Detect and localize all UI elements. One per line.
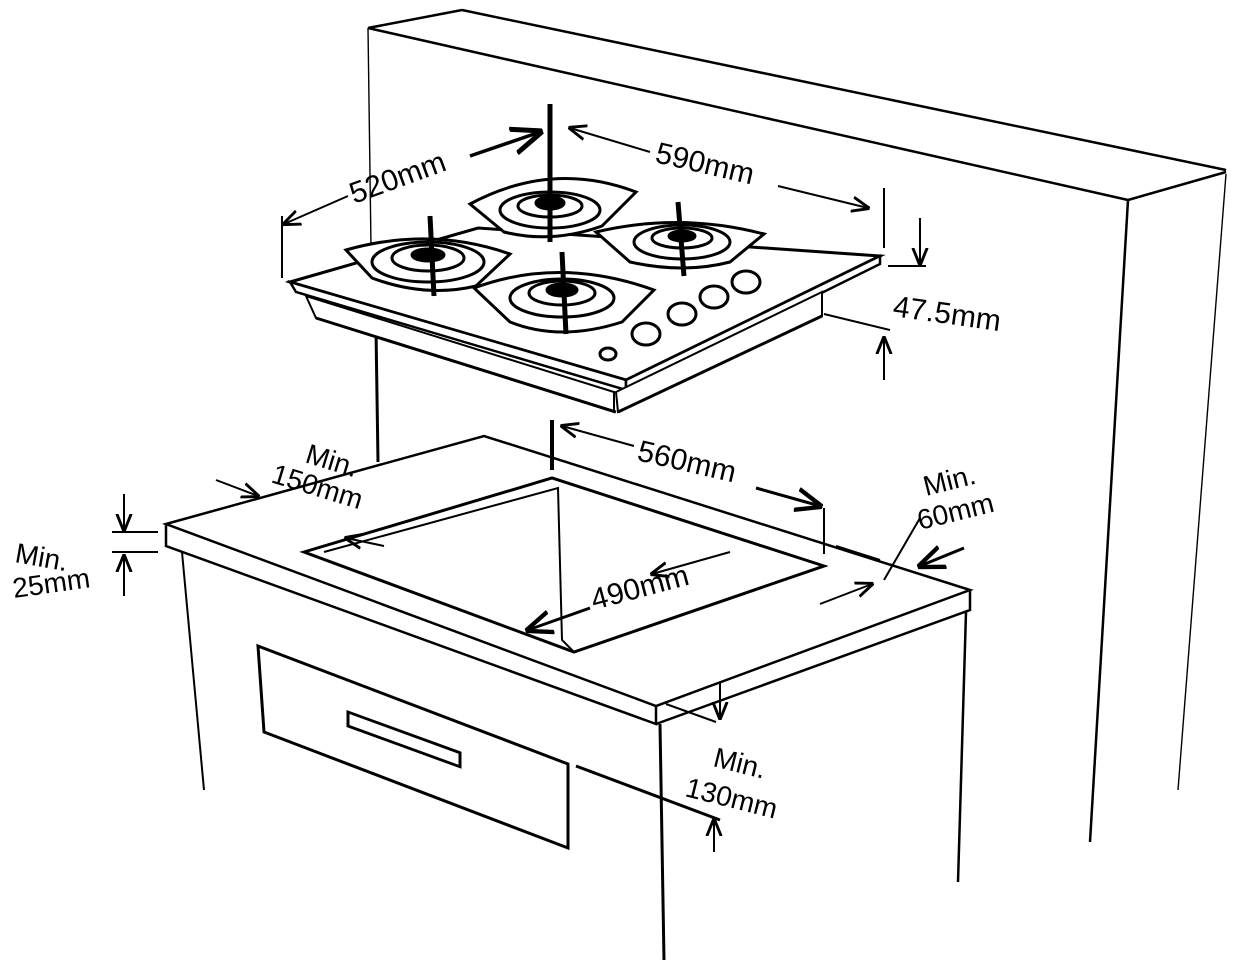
knob-icon [698,284,730,310]
hob [284,172,886,414]
label-hob-height: 47.5mm [891,290,1003,338]
label-hob-depth: 520mm [345,145,450,210]
knob-icon [666,301,698,327]
worktop-front-edge [164,524,658,726]
burner-front [471,251,657,335]
burner-rear [467,172,639,242]
tall-cabinet [367,8,1227,843]
ignition-button-icon [598,346,618,362]
drawer-front [256,643,570,851]
dimension-lines [112,104,965,852]
base-cabinet [161,434,974,961]
burner-left [343,215,513,297]
knob-icon [630,321,662,347]
knob-icon [730,269,762,295]
label-hob-width: 590mm [652,137,757,192]
label-min-below-line2: 130mm [683,772,781,825]
label-cutout-width: 560mm [634,435,739,490]
drawer-handle-icon [346,709,462,769]
control-knobs [598,269,762,362]
worktop-side-edge [655,590,972,726]
burner-right [592,201,768,277]
